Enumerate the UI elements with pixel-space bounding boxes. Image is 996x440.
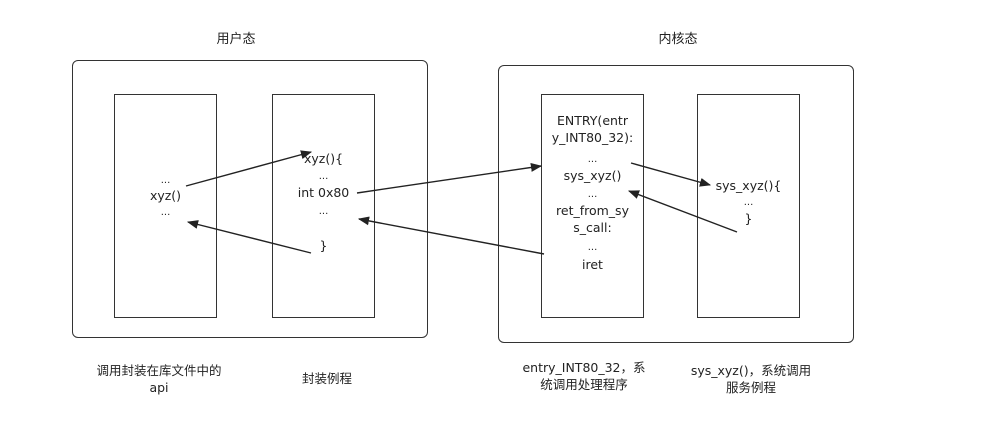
kernel-mode-frame: [498, 65, 854, 343]
wrapper-column: [272, 94, 375, 318]
user-mode-title: 用户态: [216, 32, 256, 47]
handler-iret: iret: [582, 257, 603, 272]
api-caption-line2: api: [149, 380, 169, 395]
kernel-mode-title: 内核态: [658, 32, 698, 47]
handler-caption-line1: entry_INT80_32，系: [522, 360, 646, 375]
service-dots: ...: [743, 197, 754, 208]
service-caption: sys_xyz()，系统调用 服务例程: [676, 362, 826, 396]
handler-call-sys-xyz: sys_xyz(): [563, 168, 622, 183]
service-caption-line1: sys_xyz()，系统调用: [690, 363, 812, 378]
api-dots-bottom: ...: [160, 207, 171, 218]
api-caption: 调用封装在库文件中的 api: [74, 362, 244, 396]
handler-ret-line1: ret_from_sy: [556, 203, 629, 218]
service-func-open: sys_xyz(){: [715, 178, 782, 193]
wrapper-dots-2: ...: [318, 206, 329, 217]
user-mode-frame: [72, 60, 428, 338]
api-call-xyz: xyz(): [149, 188, 182, 203]
wrapper-dots-1: ...: [318, 171, 329, 182]
wrapper-func-open: xyz(){: [303, 151, 344, 166]
wrapper-caption: 封装例程: [301, 371, 352, 386]
service-caption-line2: 服务例程: [725, 380, 776, 395]
api-column: [114, 94, 217, 318]
api-caption-line1: 调用封装在库文件中的: [96, 363, 222, 378]
handler-caption-line2: 统调用处理程序: [540, 377, 628, 392]
handler-dots-1: ...: [587, 154, 598, 165]
handler-entry-line2: y_INT80_32):: [551, 130, 634, 145]
wrapper-func-close: }: [319, 238, 328, 253]
wrapper-int-0x80: int 0x80: [297, 185, 350, 200]
api-dots-top: ...: [160, 175, 171, 186]
handler-caption: entry_INT80_32，系 统调用处理程序: [509, 359, 659, 393]
handler-dots-2: ...: [587, 189, 598, 200]
handler-entry-line1: ENTRY(entr: [557, 113, 628, 128]
handler-dots-3: ...: [587, 242, 598, 253]
service-func-close: }: [744, 211, 753, 226]
handler-ret-line2: s_call:: [573, 220, 612, 235]
